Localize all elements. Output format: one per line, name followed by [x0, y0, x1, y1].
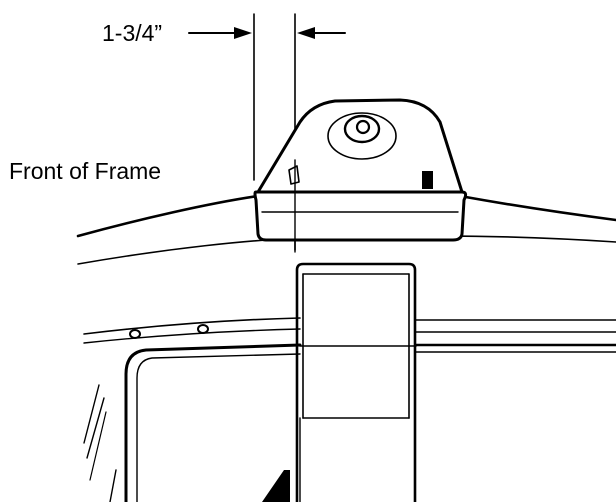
mount-block [253, 98, 468, 242]
opening-side-stroke [89, 411, 107, 481]
mount-boss-outer [327, 112, 397, 160]
right-slot-icon [422, 171, 433, 189]
opening-side-stroke [83, 384, 100, 444]
front-of-frame-label: Front of Frame [9, 158, 162, 184]
frame-top-edge [76, 194, 260, 238]
mount-boss-inner [343, 114, 381, 144]
opening-outer-edge [124, 343, 302, 502]
arrow-right-icon [188, 27, 252, 39]
bottom-bracket [262, 470, 290, 502]
arrow-left-icon [297, 27, 346, 39]
frame-opening [83, 343, 302, 502]
hole-icon [197, 324, 209, 334]
opening-side-stroke [109, 469, 117, 502]
frame-inner-rail-top [83, 317, 301, 335]
dimension-label: 1-3/4” [102, 20, 163, 46]
frame-top-edge-right [458, 194, 616, 222]
frame-inner-rail-bottom [83, 328, 301, 344]
left-slot-icon [288, 165, 300, 185]
mount-base [253, 190, 468, 242]
mount-dome [256, 98, 464, 194]
bolt-hole-icon [355, 119, 371, 135]
opening-side-stroke [86, 397, 105, 459]
hole-icon [129, 329, 141, 339]
rail-holes [129, 324, 209, 339]
opening-inner-edge [136, 353, 301, 502]
post-outline [295, 262, 417, 502]
center-post [295, 262, 417, 502]
